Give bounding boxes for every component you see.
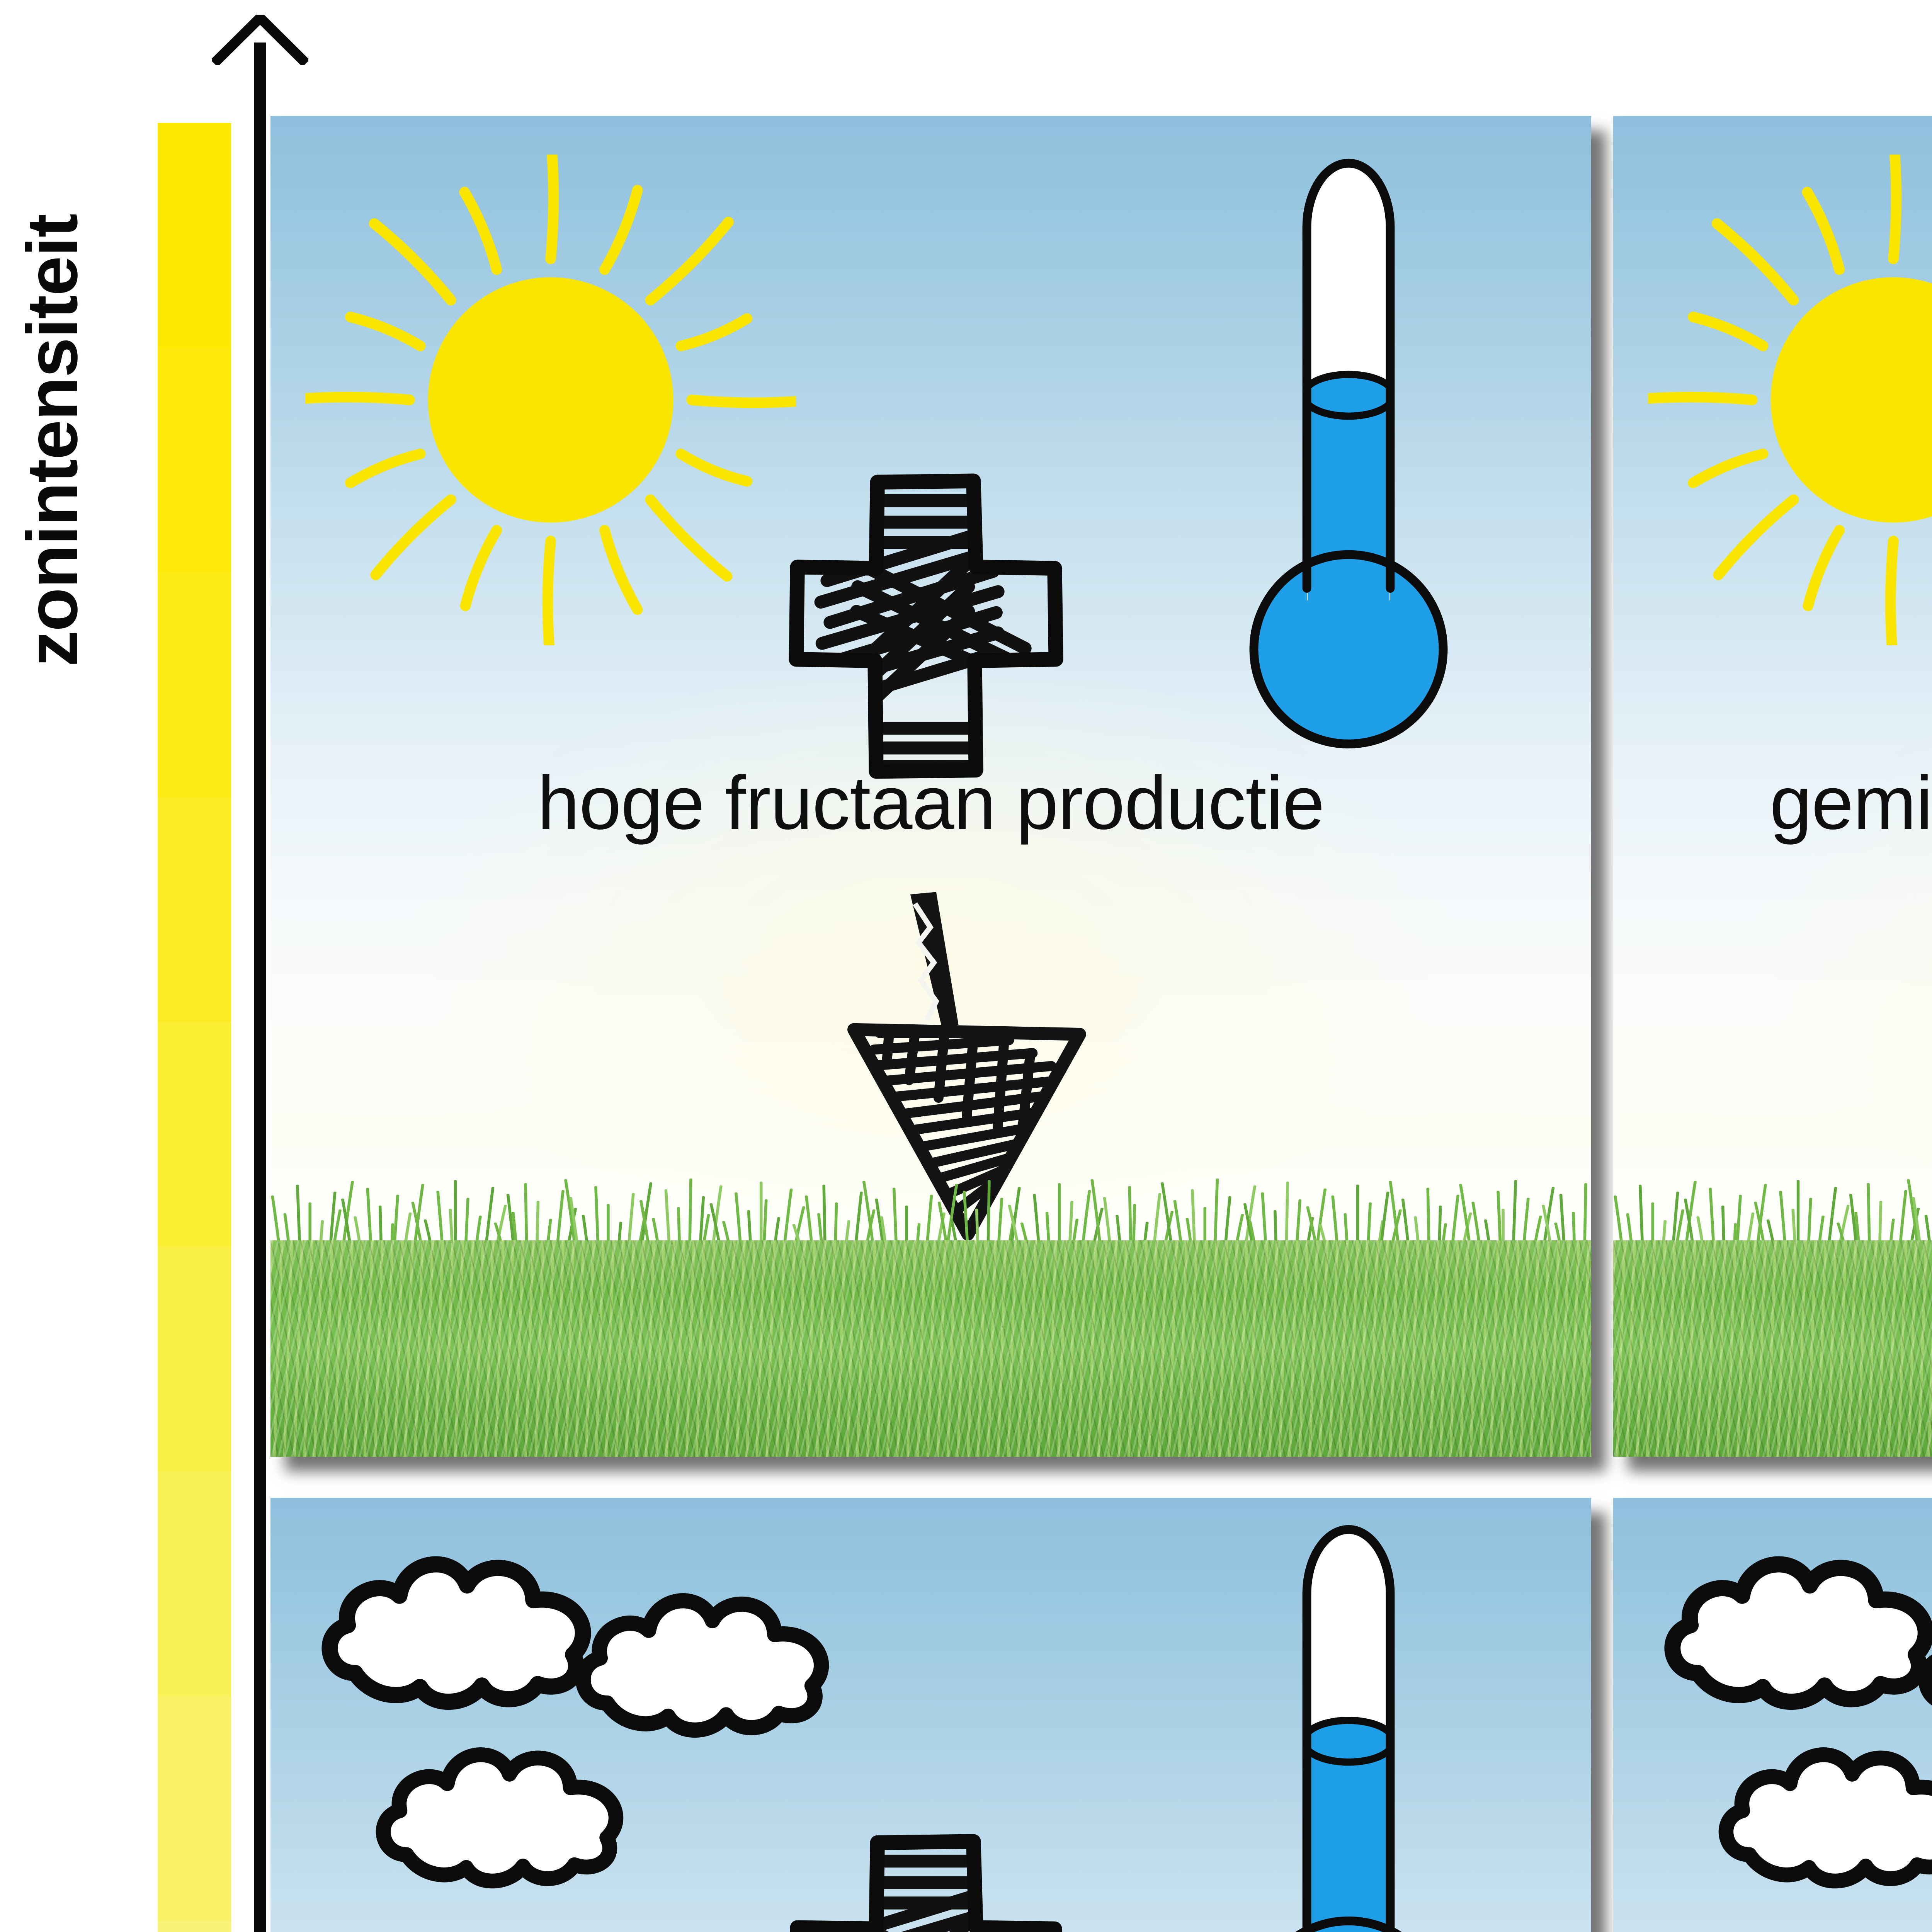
cloud-icon: [1708, 1730, 1932, 1892]
cloud-icon: [311, 1536, 620, 1714]
sun-intensity-segment-0: [158, 123, 231, 348]
sun-intensity-segment-3: [158, 797, 231, 1022]
plus-icon: [773, 1824, 1078, 1932]
thermometer-cold-icon: [1186, 1505, 1511, 1932]
thermometer-cold-icon: [1186, 139, 1511, 773]
quadrant-top-left: hoge fructaan productie: [270, 116, 1591, 1457]
grass-body: [270, 1240, 1591, 1457]
arrow-up-icon: [210, 10, 310, 67]
grass-icon: [270, 1179, 1591, 1457]
sun-intensity-segment-5: [158, 1247, 231, 1472]
sun-icon: [1648, 155, 1932, 645]
sun-intensity-segment-2: [158, 572, 231, 798]
panel-caption: hoge fructaan productie: [537, 760, 1325, 845]
panel-caption: gemiddelde fructaan productie: [1770, 760, 1932, 845]
sun-intensity-segment-7: [158, 1696, 231, 1921]
y-axis-label: zonintensiteit: [12, 214, 92, 667]
cloud-icon: [564, 1575, 858, 1741]
cloud-icon: [1654, 1536, 1932, 1714]
grass-icon: [1613, 1179, 1932, 1457]
sun-intensity-segment-8: [158, 1921, 231, 1932]
quadrant-bottom-right: geringe fructaan productie: [1613, 1498, 1932, 1932]
sun-intensity-segment-6: [158, 1471, 231, 1696]
quadrant-top-right: gemiddelde fructaan productie: [1613, 116, 1932, 1457]
sun-icon: [305, 155, 796, 645]
cloud-icon: [1907, 1575, 1932, 1741]
y-axis-line: [254, 43, 266, 1932]
sun-intensity-gradient: [158, 123, 231, 1932]
cloud-icon: [365, 1730, 651, 1892]
grass-body: [1613, 1240, 1932, 1457]
sun-glow: [1745, 652, 1932, 1256]
plus-icon: [773, 464, 1078, 796]
arrow-down-sketch-icon: [833, 879, 1103, 1258]
sun-intensity-segment-1: [158, 347, 231, 573]
quadrant-bottom-left: gemiddelde fructaan productie: [270, 1498, 1591, 1932]
sun-intensity-segment-4: [158, 1022, 231, 1247]
